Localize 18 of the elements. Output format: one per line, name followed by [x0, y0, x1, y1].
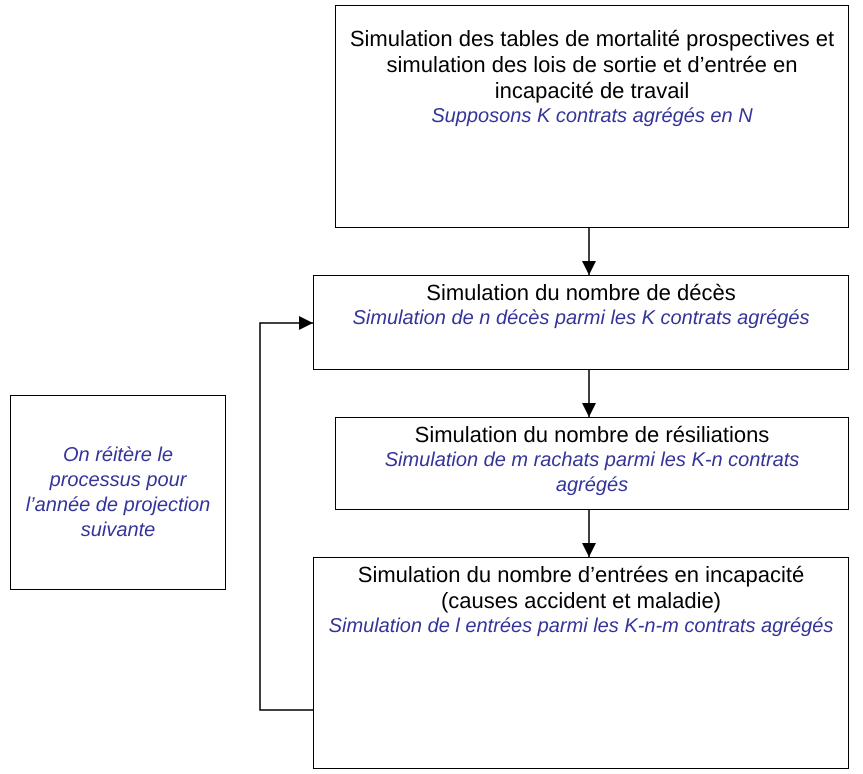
arrow [582, 370, 596, 417]
process-box [335, 417, 849, 510]
process-box [313, 557, 849, 769]
process-box [10, 395, 226, 590]
arrow [259, 316, 313, 711]
step-detail: Simulation de m rachats parmi les K-n contrats agrégés [384, 448, 800, 498]
step-title: Simulation du nombre de résiliations [414, 422, 770, 448]
note-text: On réitère le processus pour l’année de projection suivante [24, 442, 212, 542]
process-box [335, 5, 849, 228]
step-title: Simulation du nombre de décès [426, 280, 736, 306]
step-title: Simulation du nombre d’entrées en incapacité (causes accident et maladie) [356, 562, 806, 614]
step-detail: Simulation de n décès parmi les K contrats agrégés [352, 306, 810, 331]
arrow [582, 228, 596, 275]
step-title: Simulation des tables de mortalité prospectives et simulation des lois de sortie et d’entrée en incapacité de travail [348, 26, 836, 104]
step-detail: Simulation de l entrées parmi les K-n-m contrats agrégés [328, 614, 834, 639]
arrow [582, 510, 596, 557]
process-box [313, 275, 849, 370]
step-detail: Supposons K contrats agrégés en N [431, 104, 753, 129]
